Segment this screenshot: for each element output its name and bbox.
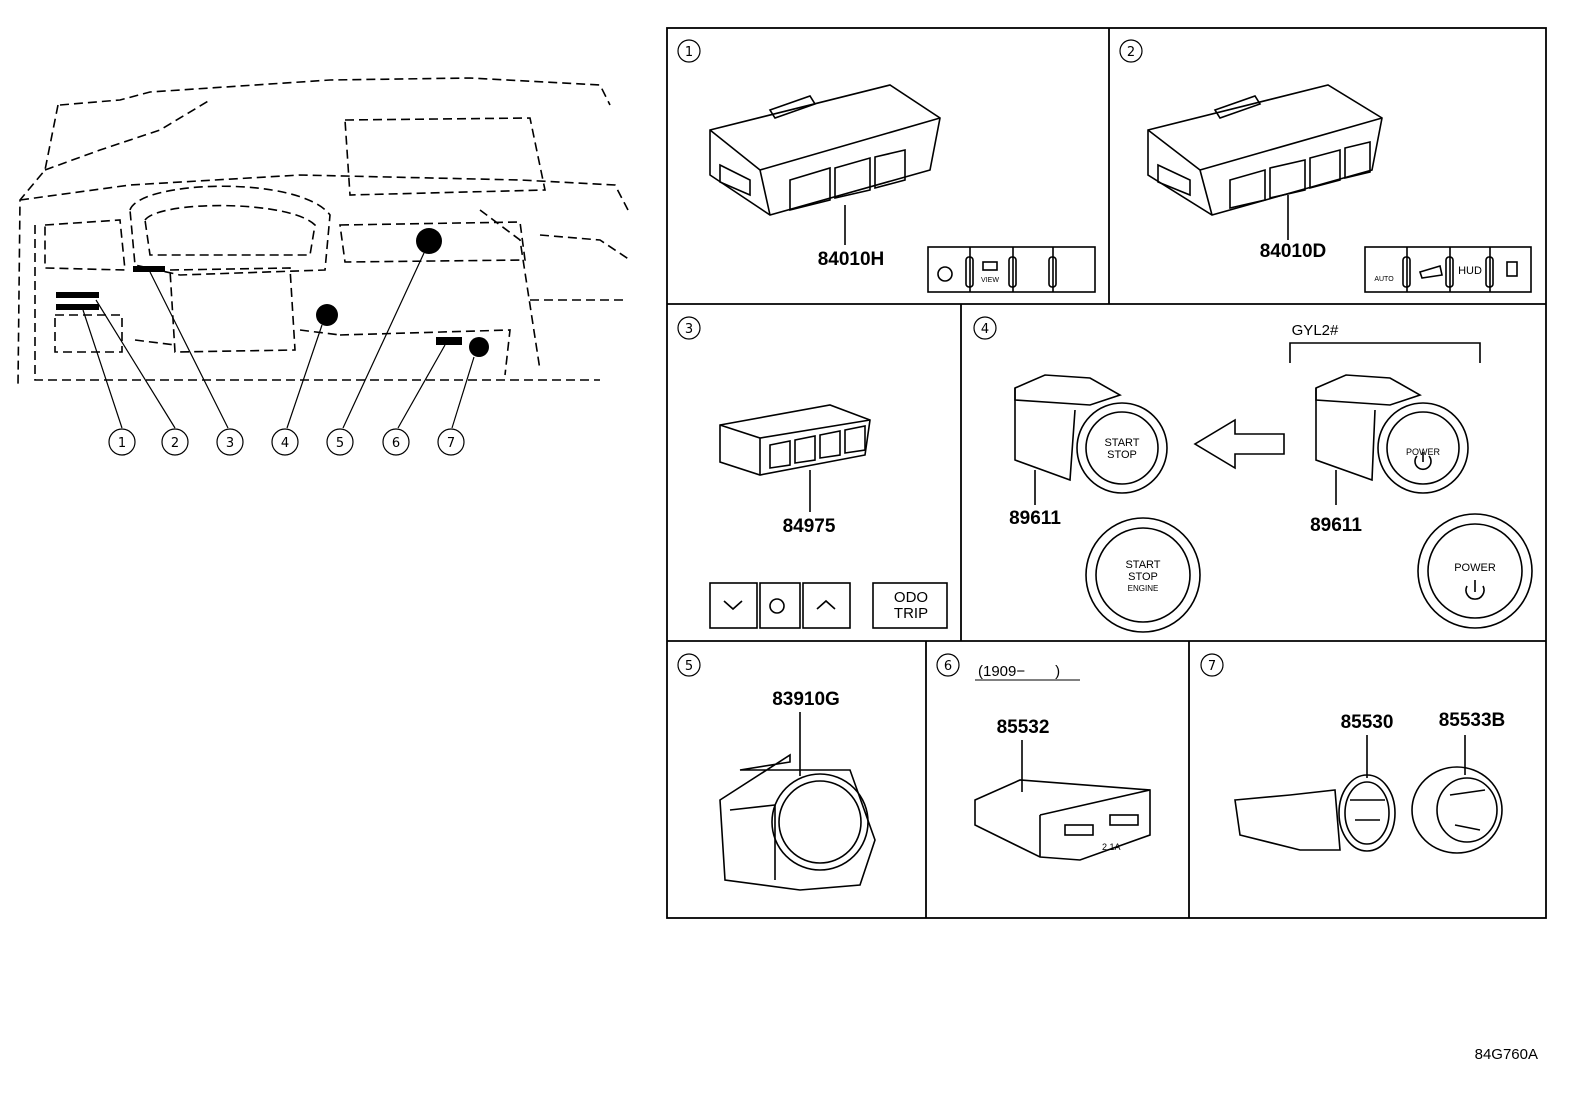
- part-number-85533B: 85533B: [1439, 710, 1506, 731]
- callout-circles: [108, 428, 465, 456]
- engine-text-face: ENGINE: [1128, 584, 1159, 593]
- power-text-face: POWER: [1454, 562, 1496, 574]
- start-text-switch: START: [1104, 437, 1139, 449]
- display-83910G: [719, 712, 876, 891]
- callout-4: 4: [281, 436, 289, 451]
- part-number-84010D: 84010D: [1260, 241, 1327, 262]
- part-number-89611-left: 89611: [1009, 508, 1061, 529]
- power-text-switch: POWER: [1406, 447, 1441, 457]
- part-number-89611-right: 89611: [1310, 515, 1362, 536]
- callout-2: 2: [171, 436, 179, 451]
- variant-bracket: [1289, 342, 1481, 363]
- panel-number-6: 6: [944, 659, 952, 674]
- panel-number-circles: [677, 39, 1224, 677]
- switch-block-84975: [719, 404, 871, 512]
- figure-code: 84G760A: [1475, 1046, 1538, 1063]
- view-label: VIEW: [981, 277, 999, 284]
- panel-number-1: 1: [685, 45, 693, 60]
- usb-rating-label: 2.1A: [1102, 842, 1121, 852]
- start-text-face: START: [1125, 559, 1160, 571]
- part-number-85532: 85532: [997, 717, 1050, 738]
- dashboard-markers: [56, 228, 489, 357]
- callout-6: 6: [392, 436, 400, 451]
- start-switch-89611: [1014, 374, 1168, 505]
- switch-legend-84010D: [1364, 246, 1532, 293]
- hud-label: HUD: [1458, 265, 1482, 277]
- panel-number-4: 4: [981, 322, 989, 337]
- power-button-face: [1417, 513, 1533, 629]
- variant-label: GYL2#: [1292, 322, 1339, 339]
- usb-port-85532: [974, 679, 1151, 861]
- panel-number-3: 3: [685, 322, 693, 337]
- panel-number-5: 5: [685, 659, 693, 674]
- part-number-84975: 84975: [783, 516, 836, 537]
- start-button-face: [1085, 517, 1201, 633]
- dashboard-overview: [17, 77, 631, 386]
- callout-1: 1: [118, 436, 126, 451]
- part-number-84010H: 84010H: [818, 249, 885, 270]
- callout-leaders: [82, 252, 475, 429]
- callout-7: 7: [447, 436, 455, 451]
- trip-label: TRIP: [894, 605, 928, 622]
- stop-text-face: STOP: [1128, 571, 1158, 583]
- callout-5: 5: [336, 436, 344, 451]
- power-switch-89611: [1315, 374, 1469, 505]
- direction-arrow: [1193, 418, 1285, 470]
- stop-text-switch: STOP: [1107, 449, 1137, 461]
- switch-legend-84010H: [927, 246, 1096, 293]
- part-number-83910G: 83910G: [772, 689, 840, 710]
- odo-label: ODO: [894, 589, 928, 606]
- panel3-buttons: [709, 582, 948, 629]
- panel-number-7: 7: [1208, 659, 1216, 674]
- switch-block-84010D: [1147, 84, 1383, 240]
- switch-block-84010H: [709, 84, 941, 245]
- socket-cap-85533B: [1411, 735, 1503, 854]
- panel-grid: [666, 27, 1547, 919]
- panel-number-2: 2: [1127, 45, 1135, 60]
- callout-3: 3: [226, 436, 234, 451]
- power-socket-85530: [1234, 735, 1396, 852]
- part-number-85530: 85530: [1341, 712, 1394, 733]
- date-range-label: (1909− ): [978, 663, 1060, 680]
- auto-label: AUTO: [1374, 276, 1394, 283]
